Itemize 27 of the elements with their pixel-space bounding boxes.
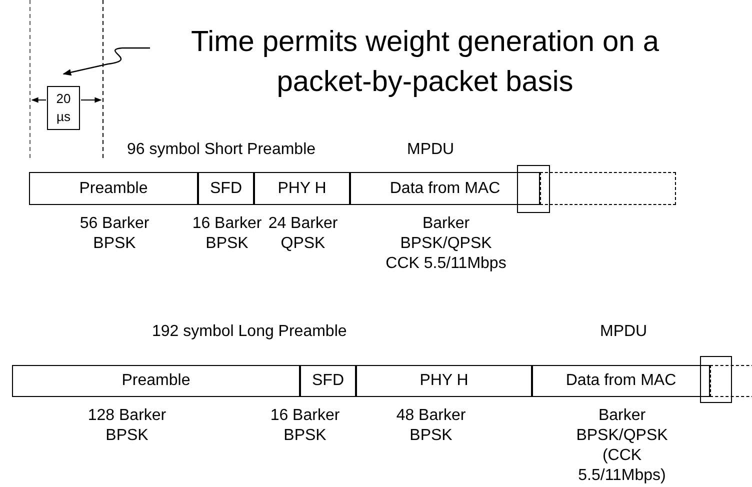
section-label: MPDU bbox=[407, 141, 454, 159]
continuation-field bbox=[710, 365, 752, 397]
encoding-caption: 24 Barker QPSK bbox=[267, 214, 339, 254]
encoding-caption: 48 Barker BPSK bbox=[395, 406, 467, 446]
field-label: PHY H bbox=[278, 180, 326, 198]
leader-line bbox=[62, 47, 150, 76]
encoding-caption: 16 Barker BPSK bbox=[191, 214, 263, 254]
field-label: Preamble bbox=[79, 180, 148, 198]
field-label: Preamble bbox=[122, 372, 190, 390]
overlap-marker bbox=[700, 356, 732, 403]
field-label: Data from MAC bbox=[390, 180, 500, 198]
field-label: PHY H bbox=[420, 372, 468, 390]
field-label: SFD bbox=[312, 372, 344, 390]
duration-box: 20 µs bbox=[47, 86, 80, 130]
encoding-caption: 128 Barker BPSK bbox=[86, 406, 168, 446]
section-label: 96 symbol Short Preamble bbox=[127, 141, 316, 159]
section-label: MPDU bbox=[600, 323, 648, 341]
encoding-caption: 56 Barker BPSK bbox=[78, 214, 150, 254]
section-label: 192 symbol Long Preamble bbox=[152, 323, 347, 341]
encoding-caption: 16 Barker BPSK bbox=[269, 406, 341, 446]
field-label: SFD bbox=[210, 180, 242, 198]
heading: Time permits weight generation on a packet-by-packet basis bbox=[150, 12, 700, 112]
continuation-field bbox=[540, 172, 676, 205]
field-label: Data from MAC bbox=[566, 372, 676, 390]
encoding-caption: Barker BPSK/QPSK (CCK 5.5/11Mbps) bbox=[575, 406, 669, 486]
overlap-marker bbox=[517, 165, 550, 213]
encoding-caption: Barker BPSK/QPSK CCK 5.5/11Mbps bbox=[384, 214, 508, 274]
